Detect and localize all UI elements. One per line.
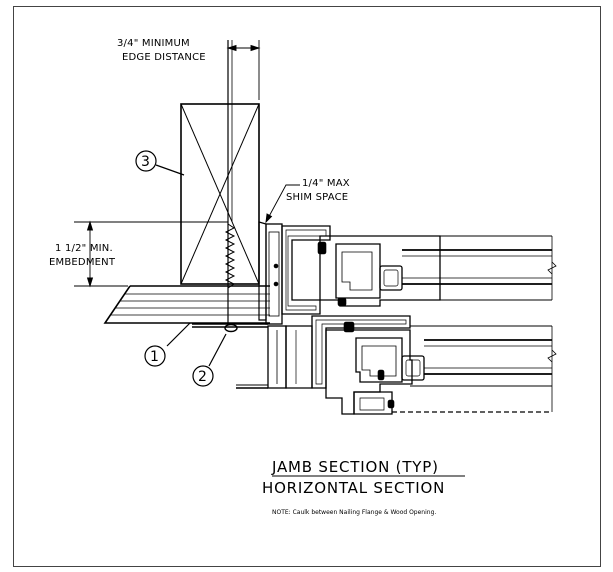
lower-glazing-unit (392, 325, 557, 413)
weatherstrips (273, 241, 395, 409)
edge-distance-dimension (226, 40, 261, 100)
callout-1-number: 1 (150, 349, 159, 365)
drawing-title: JAMB SECTION (TYP) (271, 458, 439, 476)
drawing-subtitle: HORIZONTAL SECTION (262, 479, 445, 497)
embedment-dimension (74, 220, 228, 288)
callout-3 (135, 150, 185, 176)
shim-space-label-line1: 1/4" MAX (302, 178, 350, 189)
upper-glazing-unit (402, 235, 557, 301)
wall-substrate (103, 285, 270, 324)
nailing-flange (192, 323, 268, 328)
embedment-label-line2: EMBEDMENT (49, 257, 116, 268)
callout-2-number: 2 (198, 369, 207, 385)
edge-distance-label-line2: EDGE DISTANCE (122, 52, 206, 63)
callout-1 (144, 322, 191, 367)
embedment-label-line1: 1 1/2" MIN. (55, 243, 113, 254)
shim (258, 221, 267, 321)
caulk-note: NOTE: Caulk between Nailing Flange & Woo… (272, 509, 436, 516)
window-frame-extrusion (236, 223, 441, 415)
shim-space-leader (265, 184, 300, 224)
shim-space-label-line2: SHIM SPACE (286, 192, 348, 203)
callout-2 (192, 333, 227, 387)
anchor-screw (224, 40, 238, 333)
callout-3-number: 3 (141, 154, 150, 170)
wood-stud-block (180, 103, 260, 285)
drawing-border (13, 6, 601, 567)
edge-distance-label-line1: 3/4" MINIMUM (117, 38, 190, 49)
